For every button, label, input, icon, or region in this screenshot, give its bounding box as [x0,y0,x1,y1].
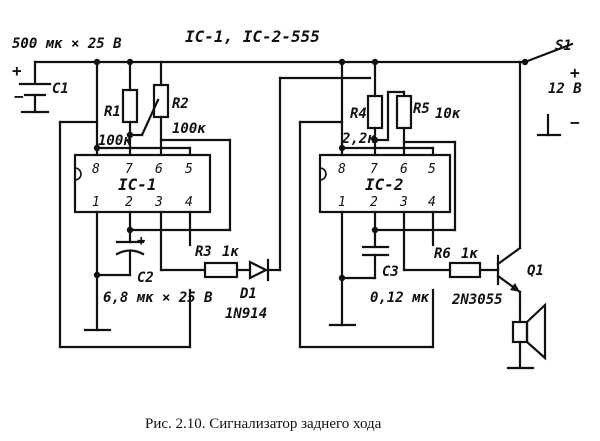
ic2-pin-1: 1 [338,195,346,210]
r1-label: R1 [104,104,121,120]
ic2-pin-7: 7 [370,162,378,177]
c2-value: 6,8 мк × 25 В [103,290,213,306]
battery-minus: − [14,87,24,106]
switch-label: S1 [555,38,572,54]
ic2-pin-2: 2 [370,195,378,210]
battery-label: C1 [52,81,69,97]
figure-caption: Рис. 2.10. Сигнализатор заднего хода [145,416,382,432]
battery-value: 500 мк × 25 В [12,36,122,52]
ic1-notch [74,167,82,181]
r4-value: 2,2к [341,131,376,147]
diode-d1 [248,76,372,282]
battery-plus: + [12,61,22,80]
ic1-pin-6: 6 [155,162,163,177]
ic1-pin-7: 7 [125,162,133,177]
ic1-pin-4: 4 [185,195,193,210]
r6-value: 1к [461,246,478,262]
ic1-pin-8: 8 [92,162,100,177]
ic2-notch [319,167,327,181]
ic1-pin-5: 5 [185,162,193,177]
r2-value: 100к [172,121,206,137]
switch-s1 [521,42,574,66]
c3-value: 0,12 мк [370,290,430,306]
ic1-pin-3: 3 [154,195,163,210]
battery-c1 [18,82,52,114]
switch-minus: − [570,113,580,132]
ic2-pin-6: 6 [400,162,408,177]
c3-label: C3 [382,264,399,280]
ic1-pin-2: 2 [125,195,133,210]
ic2-body [318,153,452,214]
ic2-label: IC-2 [365,175,404,194]
ic2-pin-4: 4 [428,195,436,210]
ic1-body [73,153,212,214]
switch-plus: + [570,63,580,82]
ic1-wiring [58,58,252,349]
ground-symbol-12v [536,113,562,137]
ic2-pin-5: 5 [428,162,436,177]
ic2-pin-8: 8 [338,162,346,177]
diagram-title: IC-1, IC-2-555 [185,27,320,46]
r5-value: 10к [435,106,461,122]
ic2-wiring [298,58,500,349]
r5-label: R5 [413,101,430,117]
transistor-q1 [496,60,522,312]
r4-label: R4 [350,106,367,122]
r3-value: 1к [222,244,239,260]
r2-label: R2 [172,96,189,112]
r1-value: 100к [98,133,132,149]
top-rail [33,60,527,84]
c2-plus: + [137,233,145,249]
q1-part: 2N3055 [451,292,503,308]
d1-part: 1N914 [225,306,267,322]
ic2-pin-3: 3 [399,195,408,210]
r3-label: R3 [195,244,212,260]
r6-label: R6 [434,246,451,262]
q1-label: Q1 [527,263,544,279]
speaker [506,302,547,370]
d1-label: D1 [239,286,257,302]
switch-voltage: 12 В [548,81,582,97]
ic1-label: IC-1 [118,175,157,194]
ic1-pin-1: 1 [92,195,100,210]
c2-label: C2 [137,270,154,286]
